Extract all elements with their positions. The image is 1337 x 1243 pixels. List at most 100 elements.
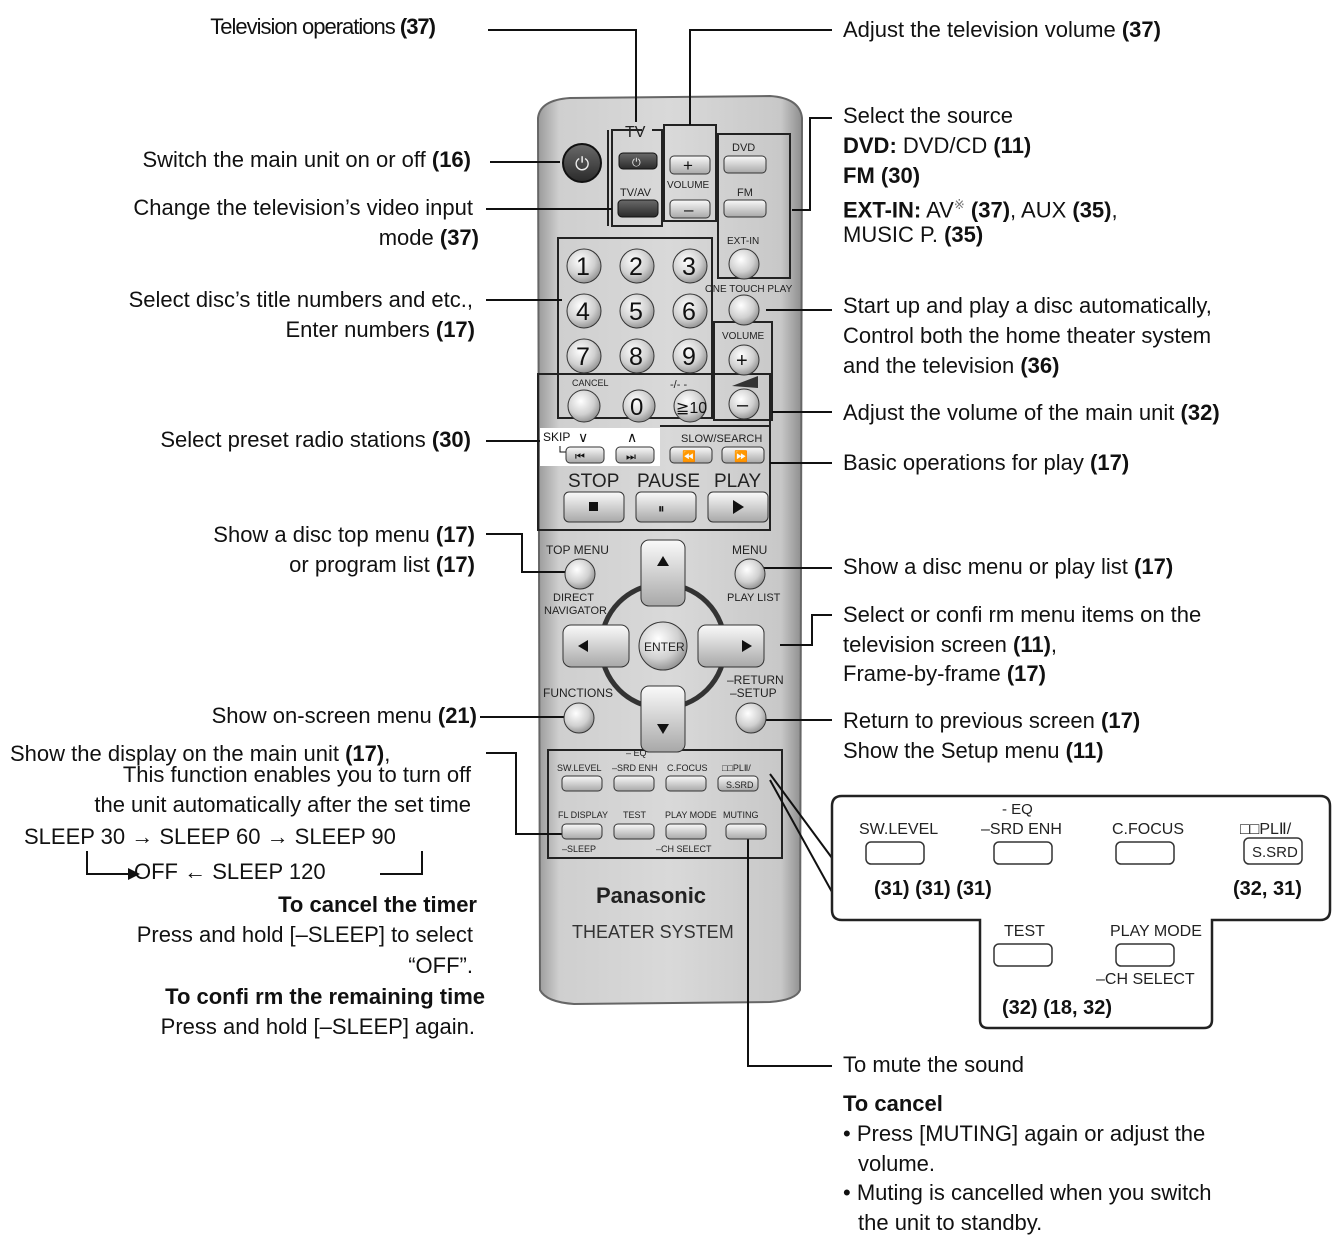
- inset-test-label: TEST: [1004, 923, 1045, 940]
- remote-key-1[interactable]: [566, 248, 602, 284]
- remote-left-button[interactable]: [562, 624, 630, 668]
- label-mute-cancel-3: • Muting is cancelled when you switch: [843, 1180, 1212, 1205]
- remote-menu-button[interactable]: [734, 558, 766, 590]
- remote-swlevel-label: SW.LEVEL: [557, 763, 602, 773]
- label-sleep-1: This function enables you to turn off: [122, 762, 471, 787]
- label-cancel-timer-2: “OFF”.: [408, 953, 473, 978]
- remote-swlevel-button[interactable]: [561, 775, 603, 792]
- inset-srdenh-label: –SRD ENH: [981, 821, 1062, 838]
- inset-srdenh-button[interactable]: [993, 841, 1053, 865]
- inset-playmode-button[interactable]: [1115, 943, 1175, 967]
- remote-key-9[interactable]: [672, 338, 708, 374]
- inset-frame: [830, 794, 1332, 1030]
- remote-key-5[interactable]: [619, 293, 655, 329]
- remote-down-button[interactable]: [640, 685, 686, 753]
- leader-inset-2: [769, 779, 833, 893]
- plus-icon: +: [736, 350, 748, 372]
- remote-tvav-button[interactable]: [617, 199, 659, 218]
- remote-key-2-label: 2: [629, 253, 643, 281]
- remote-cancel-button[interactable]: [567, 389, 601, 423]
- remote-chselect-label: –CH SELECT: [656, 844, 712, 854]
- remote-rewind-button[interactable]: [669, 446, 713, 464]
- remote-right-button[interactable]: [697, 624, 765, 668]
- remote-volume-up[interactable]: [728, 344, 760, 376]
- remote-skip-forward-button[interactable]: [615, 446, 655, 464]
- label-fldisplay: Show the display on the main unit (17),: [10, 741, 391, 766]
- remote-playmode-button[interactable]: [665, 823, 707, 840]
- remote-functions-label: FUNCTIONS: [543, 686, 613, 700]
- remote-fm-label: FM: [737, 187, 753, 199]
- remote-onetouch-label: ONE TOUCH PLAY: [705, 284, 793, 295]
- remote-tv-volume-down[interactable]: [669, 199, 711, 219]
- remote-muting-button[interactable]: [725, 823, 767, 840]
- leader-tv-ops: [488, 29, 637, 122]
- inset-eq-label: - EQ: [1002, 801, 1033, 818]
- remote-enter-button[interactable]: [638, 621, 688, 671]
- arrow-down-icon: [657, 724, 669, 734]
- remote-onetouch-button[interactable]: [728, 294, 760, 326]
- remote-key-3[interactable]: [672, 248, 708, 284]
- inset-swlevel-button[interactable]: [865, 841, 925, 865]
- label-sleep-sequence: SLEEP 30 → SLEEP 60 → SLEEP 90: [24, 824, 396, 849]
- remote-test-button[interactable]: [613, 823, 655, 840]
- label-main-volume: Adjust the volume of the main unit (32): [843, 400, 1220, 425]
- remote-ge10-button[interactable]: [673, 389, 707, 423]
- remote-up-button[interactable]: [640, 539, 686, 607]
- remote-enter-label: ENTER: [644, 640, 685, 654]
- remote-skip-label: SKIP: [543, 430, 570, 444]
- remote-ssrd-button[interactable]: [717, 775, 759, 792]
- skip-forward-icon: ⏭: [626, 451, 636, 463]
- fast-forward-icon: ⏩: [734, 450, 748, 463]
- remote-skip-back-button[interactable]: [565, 446, 605, 464]
- remote-extin-button[interactable]: [728, 248, 760, 280]
- label-disc-menu: Show a disc menu or play list (17): [843, 554, 1174, 579]
- label-preset: Select preset radio stations (30): [160, 427, 471, 452]
- remote-topmenu-button[interactable]: [564, 558, 596, 590]
- remote-power-button[interactable]: [562, 143, 602, 183]
- remote-key-0[interactable]: [622, 389, 656, 423]
- remote-sleep-label: –SLEEP: [562, 844, 596, 854]
- inset-cfocus-button[interactable]: [1115, 841, 1175, 865]
- inset-test-button[interactable]: [993, 943, 1053, 967]
- remote-fm-button[interactable]: [723, 199, 767, 218]
- remote-playlist-label: PLAY LIST: [727, 592, 781, 604]
- remote-tv-volume-up[interactable]: [669, 155, 711, 175]
- leader-tv-volume: [689, 29, 832, 125]
- remote-key-8[interactable]: [619, 338, 655, 374]
- remote-dvd-button[interactable]: [723, 155, 767, 174]
- remote-tv-power-button[interactable]: [618, 152, 658, 170]
- remote-key-6-label: 6: [682, 298, 696, 326]
- remote-key-7[interactable]: [566, 338, 602, 374]
- remote-pause-label: PAUSE: [637, 471, 700, 492]
- remote-fldisplay-button[interactable]: [561, 823, 603, 840]
- label-source-fm: FM (30): [843, 163, 921, 188]
- tv-power-icon: ⏻: [632, 157, 641, 169]
- label-topmenu-1: Show a disc top menu (17): [213, 522, 475, 547]
- inset-ssrd-button[interactable]: [1243, 837, 1303, 865]
- remote-srdenh-button[interactable]: [613, 775, 655, 792]
- leader-fldisplay: [486, 752, 562, 835]
- remote-functions-button[interactable]: [563, 702, 595, 734]
- arrow-right-icon: [742, 640, 752, 652]
- label-numbers-2: Enter numbers (17): [285, 317, 475, 342]
- remote-forward-button[interactable]: [721, 446, 765, 464]
- leader-topmenu: [486, 533, 566, 573]
- stop-icon: [589, 502, 598, 511]
- inset-cfocus-label: C.FOCUS: [1112, 821, 1184, 838]
- remote-return-button[interactable]: [735, 702, 767, 734]
- remote-cfocus-button[interactable]: [665, 775, 707, 792]
- remote-volume-down[interactable]: [728, 388, 760, 420]
- remote-volume-label: VOLUME: [722, 331, 765, 342]
- remote-key-6[interactable]: [672, 293, 708, 329]
- skip-back-icon: ⏮: [575, 451, 585, 463]
- remote-key-3-label: 3: [682, 253, 696, 281]
- remote-key-2[interactable]: [619, 248, 655, 284]
- label-source-music: MUSIC P. (35): [843, 222, 984, 247]
- remote-test-label: TEST: [623, 810, 647, 820]
- plus-icon: +: [683, 156, 693, 175]
- remote-play-label: PLAY: [714, 471, 762, 492]
- remote-pause-button[interactable]: [635, 491, 697, 523]
- remote-key-1-label: 1: [576, 253, 590, 281]
- remote-key-4[interactable]: [566, 293, 602, 329]
